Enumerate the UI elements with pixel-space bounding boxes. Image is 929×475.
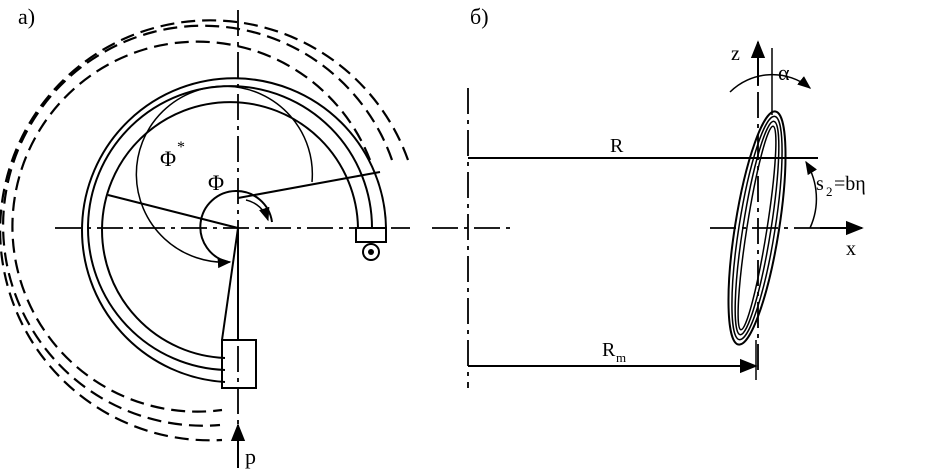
panel-a: а) Φ * Φ p xyxy=(0,4,410,470)
outer-dashed-band-2 xyxy=(2,24,394,427)
radius-label: R xyxy=(610,135,624,157)
s2-arc xyxy=(805,160,818,229)
tube-outer-wall xyxy=(81,77,387,383)
rm-label-subscript: m xyxy=(616,350,626,365)
inner-core-arc xyxy=(199,190,273,263)
outer-dashed-band-1 xyxy=(11,40,372,413)
end-fitting-eye-center xyxy=(368,249,374,255)
outer-dashed-band-3 xyxy=(0,19,410,442)
rm-label-r: R xyxy=(602,339,616,361)
alpha-label: α xyxy=(778,60,790,85)
s2-label-rest: =bη xyxy=(834,173,866,195)
alpha-arc xyxy=(729,73,812,93)
tube-cross-section xyxy=(727,110,787,346)
s2-label-subscript: 2 xyxy=(826,184,833,199)
panel-b-tag: б) xyxy=(470,4,489,29)
phi-star-arc xyxy=(135,85,314,269)
section-wall-2 xyxy=(731,115,783,341)
end-fitting-body xyxy=(355,227,387,243)
pressure-label: p xyxy=(245,444,256,469)
radial-line-left xyxy=(107,194,239,229)
phi-star-superscript: * xyxy=(177,139,185,156)
radial-line-right xyxy=(237,171,381,199)
socket-block xyxy=(221,339,257,389)
section-outer-wall xyxy=(727,110,787,346)
phi-arc xyxy=(245,199,270,222)
phi-label: Φ xyxy=(208,170,224,195)
tube-middle-wall xyxy=(87,85,373,371)
section-inner-wall xyxy=(737,125,777,331)
panel-a-tag: а) xyxy=(18,4,35,29)
stem-left-edge xyxy=(221,227,239,341)
phi-star-label: Φ xyxy=(160,146,176,171)
section-wall-3 xyxy=(734,120,780,336)
z-axis-label: z xyxy=(731,43,740,65)
tube-inner-wall xyxy=(101,101,359,359)
x-axis-label: x xyxy=(846,238,856,260)
s2-label-s: s xyxy=(816,173,824,195)
panel-b: б) z α R s 2 =bη x R xyxy=(432,4,866,388)
end-fitting-eye xyxy=(362,243,380,261)
